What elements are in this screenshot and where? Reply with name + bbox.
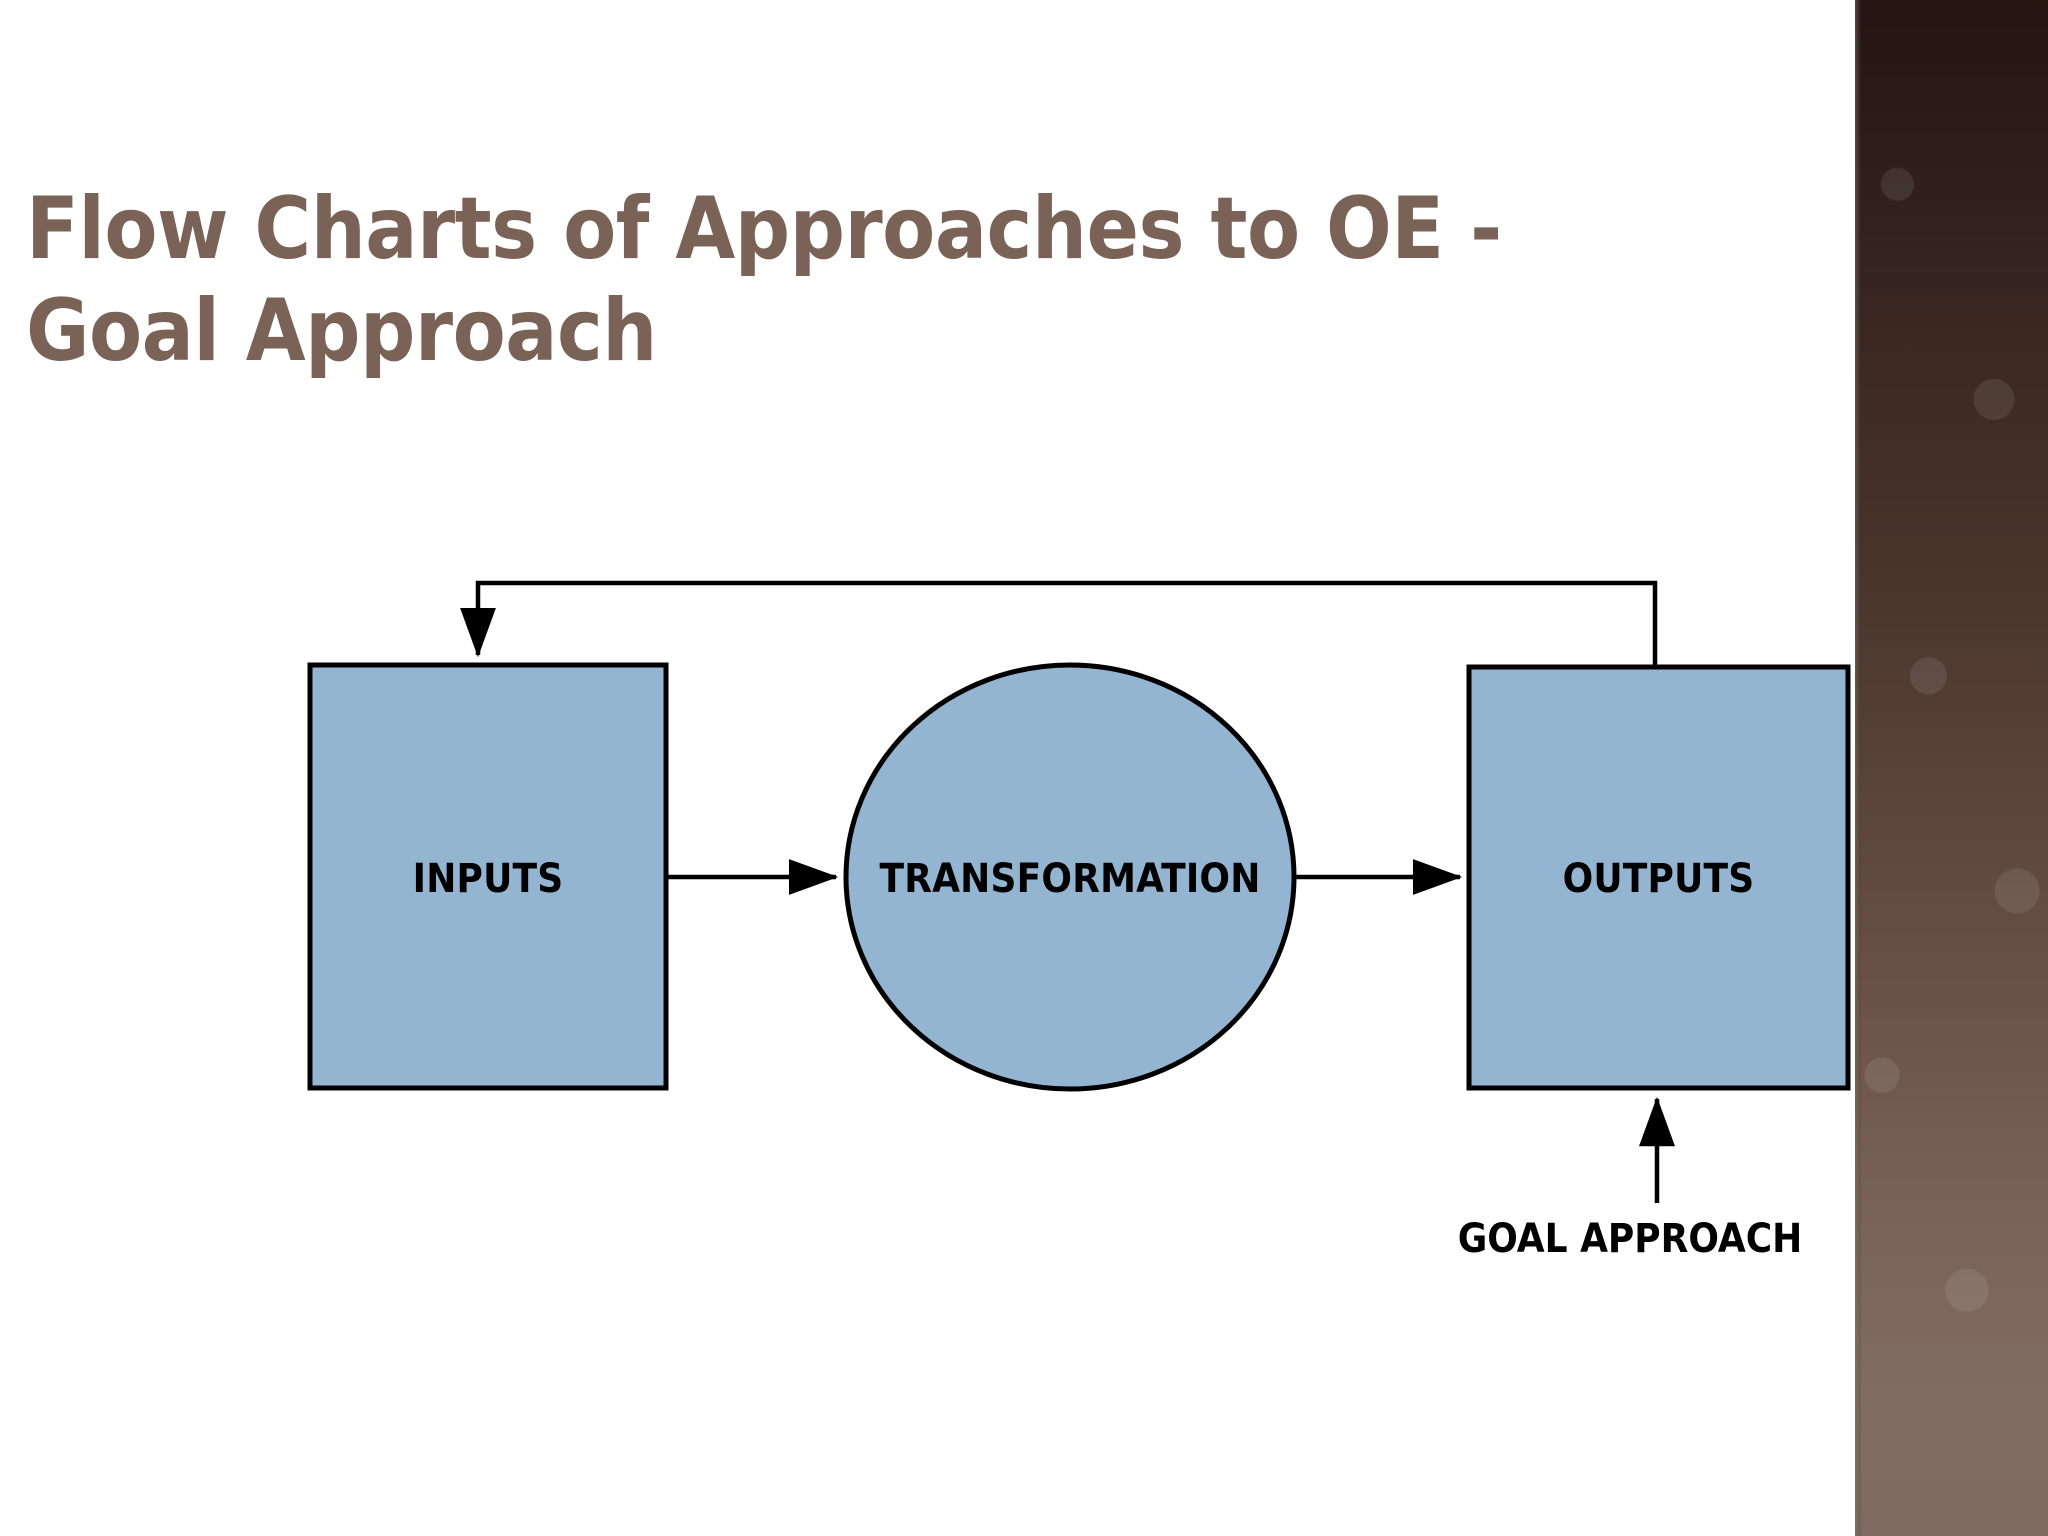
page-title: Flow Charts of Approaches to OE - Goal A… bbox=[26, 179, 1502, 382]
node-outputs[interactable] bbox=[1466, 664, 1851, 1091]
sidebar-edge-highlight bbox=[1855, 0, 1861, 1536]
edge-feedback-loop-outputs-to-inputs bbox=[460, 580, 1658, 667]
node-transformation[interactable] bbox=[843, 662, 1297, 1092]
annotation-label-goal-approach: GOAL APPROACH bbox=[1457, 1216, 1803, 1262]
sidebar-decoration bbox=[1855, 0, 2048, 1536]
node-label-inputs: INPUTS bbox=[412, 856, 564, 902]
node-label-transformation: TRANSFORMATION bbox=[879, 856, 1261, 902]
node-label-outputs: OUTPUTS bbox=[1562, 856, 1755, 902]
node-inputs[interactable] bbox=[307, 662, 669, 1091]
